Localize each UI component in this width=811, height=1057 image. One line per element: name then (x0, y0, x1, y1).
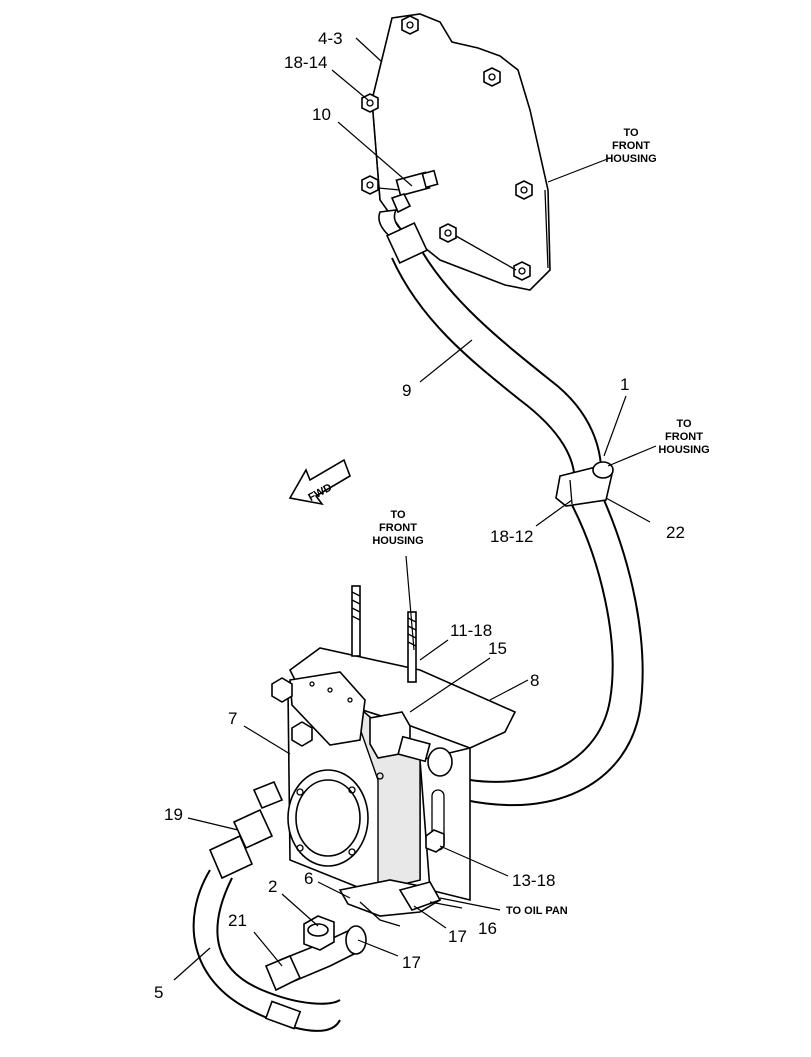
pump-body (271, 671, 445, 893)
note-front-housing-top: TO FRONT HOUSING (605, 127, 656, 165)
fwd-arrow: FWD (288, 458, 351, 506)
drain-fitting (338, 879, 442, 927)
bolt (513, 261, 531, 281)
callouts: 4-3 18-14 10 9 1 22 18-12 11-18 15 8 7 1… (154, 29, 685, 1002)
bolt (361, 175, 379, 195)
callout-21: 21 (228, 911, 247, 930)
callout-7: 7 (228, 709, 237, 728)
stud (351, 585, 361, 657)
bolt (515, 180, 533, 200)
svg-text:HOUSING: HOUSING (372, 535, 423, 547)
hose-9 (386, 222, 603, 491)
note-front-housing-middle: TO FRONT HOUSING (372, 509, 423, 547)
callout-6: 6 (304, 869, 313, 888)
callout-8: 8 (530, 671, 539, 690)
bolt (439, 223, 457, 243)
callout-16: 16 (478, 919, 497, 938)
svg-text:HOUSING: HOUSING (605, 153, 656, 165)
callout-15: 15 (488, 639, 507, 658)
callout-9: 9 (402, 381, 411, 400)
callout-13-18: 13-18 (512, 871, 555, 890)
hose-5 (192, 869, 341, 1032)
inlet-fitting (208, 780, 284, 880)
svg-text:HOUSING: HOUSING (658, 444, 709, 456)
svg-text:FRONT: FRONT (612, 140, 650, 152)
cover-plate (361, 13, 551, 291)
bolt (483, 67, 501, 87)
callout-10: 10 (312, 105, 331, 124)
bottom-valve (264, 915, 367, 992)
note-front-housing-right: TO FRONT HOUSING (658, 418, 709, 456)
callout-4-3: 4-3 (318, 29, 343, 48)
callout-2: 2 (268, 877, 277, 896)
callout-18-14: 18-14 (284, 53, 327, 72)
bolt (401, 15, 419, 35)
callout-5: 5 (154, 983, 163, 1002)
callout-1: 1 (620, 375, 629, 394)
callout-22: 22 (666, 523, 685, 542)
callout-18-12: 18-12 (490, 527, 533, 546)
callout-17b: 17 (402, 953, 421, 972)
svg-text:FRONT: FRONT (379, 522, 417, 534)
svg-text:TO: TO (390, 509, 406, 521)
svg-text:TO: TO (623, 127, 639, 139)
hose-clamp (555, 461, 614, 507)
hose-9-lower (464, 499, 644, 807)
callout-11-18: 11-18 (450, 621, 492, 640)
mounting-bracket (288, 647, 517, 902)
leader-lines (173, 37, 657, 981)
outlet-fitting (397, 735, 453, 777)
svg-text:TO: TO (676, 418, 692, 430)
note-oil-pan: TO OIL PAN (506, 905, 568, 917)
callout-17a: 17 (448, 927, 467, 946)
callout-19: 19 (164, 805, 183, 824)
svg-text:FRONT: FRONT (665, 431, 703, 443)
